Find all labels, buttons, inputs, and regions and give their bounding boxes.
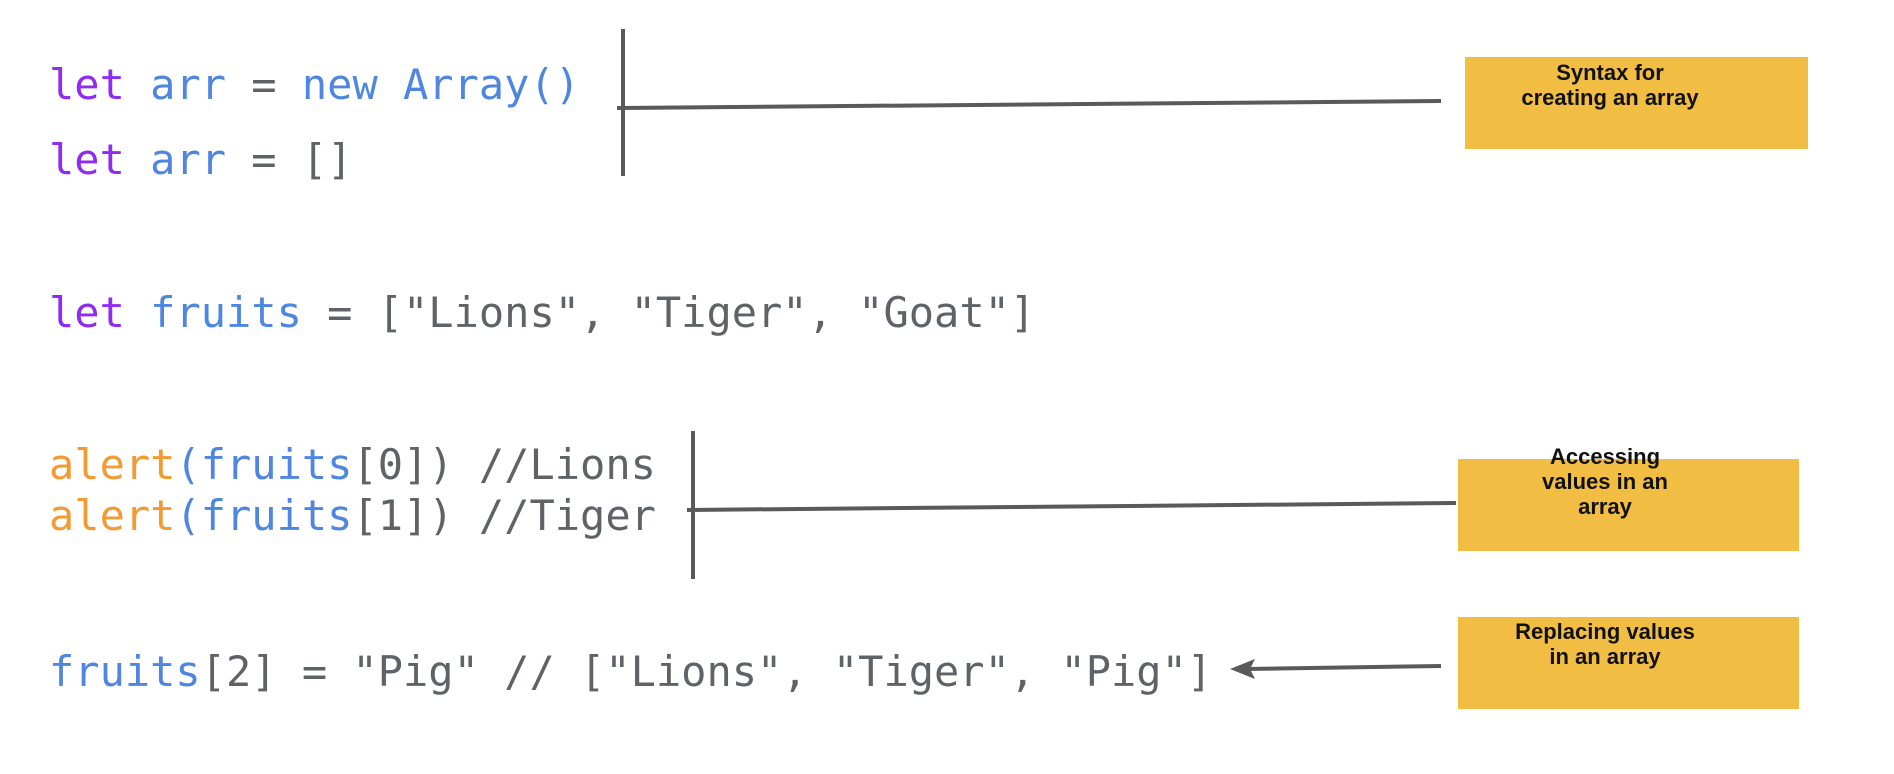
note-line: array [1578, 494, 1632, 519]
keyword: let [49, 60, 125, 109]
array-literal: = ["Lions", "Tiger", "Goat"] [301, 288, 1036, 337]
assignment-comment: [2] = "Pig" // ["Lions", "Tiger", "Pig"] [200, 647, 1213, 696]
function: alert [49, 491, 176, 540]
code-line-alert-1: alert(fruits[1]) //Tiger [49, 491, 656, 541]
operator: = [] [226, 135, 353, 184]
note-line: Syntax for [1556, 60, 1664, 85]
note-replacing [1458, 617, 1799, 709]
constructor: new Array() [301, 60, 581, 109]
index-comment: [0]) //Lions [352, 440, 656, 489]
note-accessing [1458, 459, 1799, 551]
connector-accessing [686, 501, 1457, 512]
note-syntax-text: Syntax for creating an array [1460, 60, 1760, 110]
note-line: in an array [1549, 644, 1661, 669]
note-accessing-text: Accessing values in an array [1455, 444, 1755, 519]
note-line: Accessing [1549, 444, 1661, 469]
code-line-replace: fruits[2] = "Pig" // ["Lions", "Tiger", … [49, 647, 1212, 697]
function: alert [49, 440, 176, 489]
identifier: arr [150, 60, 227, 109]
identifier: fruits [150, 288, 302, 337]
identifier: fruits [200, 440, 353, 489]
operator: = [226, 60, 302, 109]
index-comment: [1]) //Tiger [352, 491, 656, 540]
paren: ( [175, 491, 201, 540]
keyword: let [49, 288, 125, 337]
code-line-literal: let arr = [] [49, 135, 352, 185]
code-line-fruits: let fruits = ["Lions", "Tiger", "Goat"] [49, 288, 1035, 338]
arrow-head-icon [1230, 659, 1255, 679]
note-replacing-text: Replacing values in an array [1455, 619, 1755, 669]
arrow-replacing [1244, 664, 1442, 671]
identifier: fruits [49, 647, 201, 696]
connector-syntax [616, 99, 1442, 110]
note-line: values in an [1542, 469, 1668, 494]
note-line: Replacing values [1515, 619, 1695, 644]
paren: ( [175, 440, 201, 489]
keyword: let [49, 135, 125, 184]
identifier: fruits [200, 491, 353, 540]
code-line-new-array: let arr = new Array() [49, 60, 580, 110]
identifier: arr [150, 135, 227, 184]
code-line-alert-0: alert(fruits[0]) //Lions [49, 440, 656, 490]
note-syntax [1465, 57, 1808, 149]
note-line: creating an array [1521, 85, 1699, 110]
